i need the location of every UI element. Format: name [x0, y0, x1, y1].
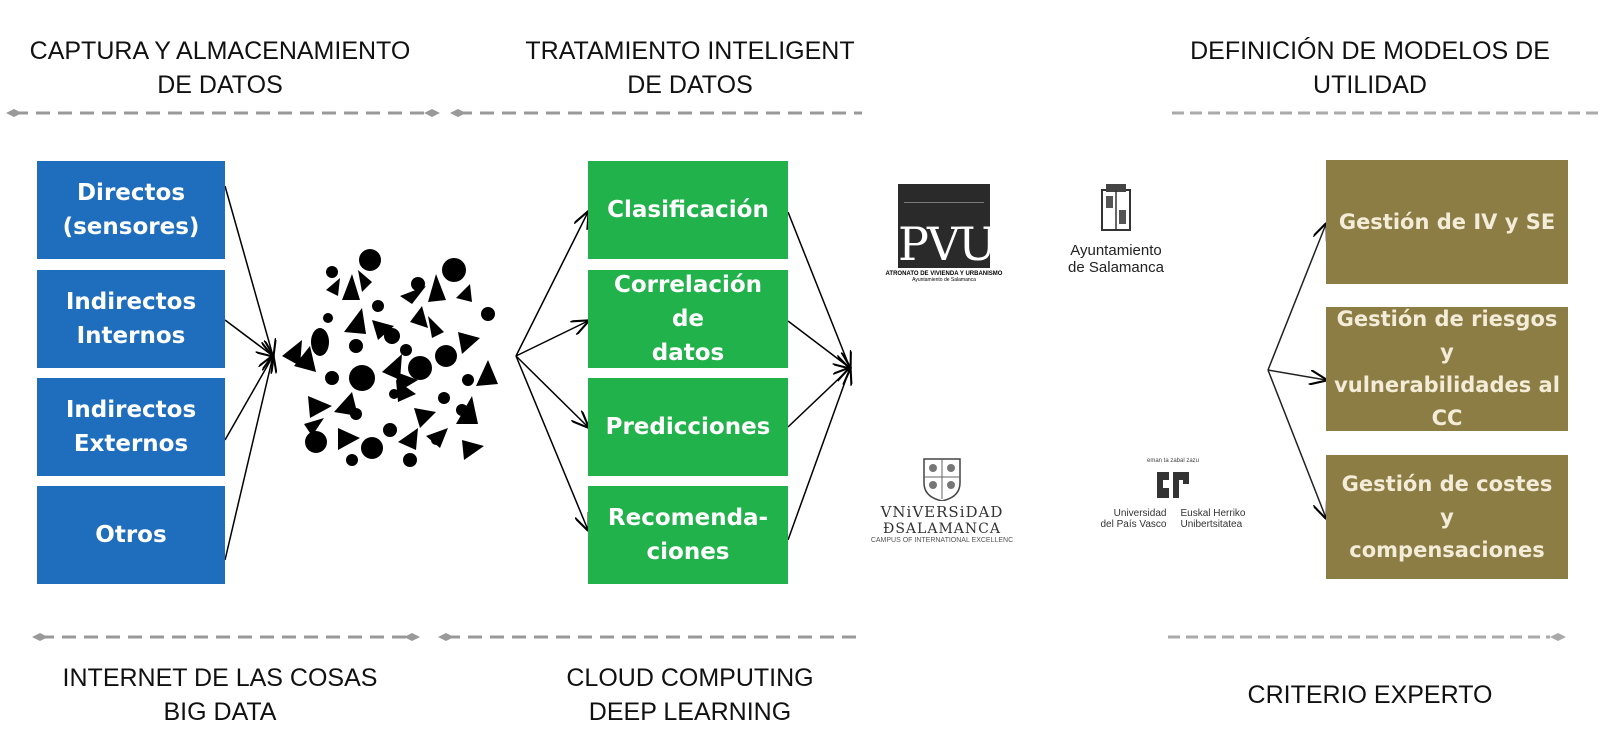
usal-line3: CAMPUS OF INTERNATIONAL EXCELLENC: [870, 537, 1014, 544]
processing-label: Correlación de: [613, 272, 763, 332]
iot-footer-line2: BIG DATA: [163, 698, 277, 726]
upv-right-line1: Euskal Herriko: [1180, 508, 1246, 519]
model-box-risks: Gestión de riesgos y vulnerabilidades al C…: [1326, 307, 1568, 431]
processing-label: ciones: [646, 539, 730, 565]
model-box-iv-se: Gestión de IV y SE: [1326, 160, 1568, 284]
arrows-to-institutions: [787, 211, 850, 541]
data-cloud: [282, 249, 498, 467]
usal-logo: VNiVERSiDAD ÐSALAMANCA CAMPUS OF INTERNA…: [868, 455, 1016, 544]
expert-footer: CRITERIO EXPERTO: [1150, 678, 1590, 712]
source-box-others: Otros: [37, 486, 225, 584]
source-label: Otros: [95, 522, 167, 548]
source-label: Directos: [76, 180, 186, 206]
model-label: CC: [1431, 406, 1463, 430]
upv-ehu-logo: eman ta zabal zazu Universidad del País …: [1078, 458, 1268, 530]
pvu-logo: PVU ATRONATO DE VIVIENDA Y URBANISMO Ayu…: [870, 184, 1018, 283]
upv-top-text: eman ta zabal zazu: [1146, 458, 1200, 464]
processing-box-classification: Clasificación: [588, 161, 788, 259]
arrows-to-processing: [515, 212, 588, 530]
ayuntamiento-line1: Ayuntamiento: [1070, 242, 1162, 259]
source-label: Indirectos: [65, 397, 197, 423]
source-box-direct-sensors: Directos (sensores): [37, 161, 225, 259]
arrows-to-models: [1267, 224, 1326, 518]
treatment-header-line1: TRATAMIENTO INTELIGENT: [525, 37, 855, 65]
capture-header: CAPTURA Y ALMACENAMIENTO DE DATOS: [0, 34, 440, 102]
models-header: DEFINICIÓN DE MODELOS DE UTILIDAD: [1150, 34, 1590, 102]
model-label: Gestión de riesgos y: [1336, 307, 1558, 364]
upv-right-line2: Unibertsitatea: [1180, 519, 1243, 530]
usal-line2: ÐSALAMANCA: [883, 521, 1001, 537]
processing-label: datos: [651, 340, 725, 366]
processing-box-recommendations: Recomenda-ciones: [588, 486, 788, 584]
model-label: vulnerabilidades al: [1334, 373, 1560, 397]
pvu-logo-mark: PVU: [898, 184, 990, 268]
ayuntamiento-line2: de Salamanca: [1068, 259, 1164, 276]
iot-footer: INTERNET DE LAS COSAS BIG DATA: [0, 661, 440, 729]
source-label: Indirectos: [65, 289, 197, 315]
ayuntamiento-logo: Ayuntamiento de Salamanca: [1056, 182, 1176, 276]
processing-label: Clasificación: [607, 197, 769, 223]
pvu-logo-line2: Ayuntamiento de Salamanca: [912, 277, 976, 283]
usal-line1: VNiVERSiDAD: [880, 503, 1004, 521]
pvu-logo-line1: ATRONATO DE VIVIENDA Y URBANISMO: [885, 271, 1003, 277]
iot-footer-line1: INTERNET DE LAS COSAS: [62, 664, 378, 692]
usal-crest-icon: [923, 458, 961, 501]
processing-label: Recomenda-: [607, 505, 769, 531]
arrows-to-cloud: [224, 185, 273, 561]
pvu-logo-rule: [904, 202, 984, 203]
upv-tree-icon: [1157, 472, 1189, 498]
source-label: (sensores): [62, 214, 200, 240]
treatment-header-line2: DE DATOS: [627, 71, 753, 99]
model-label: compensaciones: [1349, 537, 1545, 562]
cloud-footer: CLOUD COMPUTING DEEP LEARNING: [470, 661, 910, 729]
processing-box-predictions: Predicciones: [588, 378, 788, 476]
model-label: Gestión de costes y: [1341, 471, 1553, 529]
pvu-logo-text: PVU: [898, 217, 990, 268]
ayuntamiento-crest-icon: [1101, 184, 1131, 231]
processing-label: Predicciones: [605, 414, 771, 440]
models-header-line1: DEFINICIÓN DE MODELOS DE: [1190, 37, 1550, 65]
model-box-costs: Gestión de costes y compensaciones: [1326, 455, 1568, 579]
cloud-footer-line1: CLOUD COMPUTING: [566, 664, 814, 692]
expert-footer-text: CRITERIO EXPERTO: [1247, 681, 1493, 709]
capture-header-line1: CAPTURA Y ALMACENAMIENTO: [29, 37, 411, 65]
capture-header-line2: DE DATOS: [157, 71, 283, 99]
treatment-header: TRATAMIENTO INTELIGENT DE DATOS: [470, 34, 910, 102]
source-label: Internos: [76, 323, 186, 349]
upv-left-line2: del País Vasco: [1100, 519, 1167, 530]
model-label: Gestión de IV y SE: [1338, 209, 1556, 234]
models-header-line2: UTILIDAD: [1313, 71, 1427, 99]
upv-left-line1: Universidad: [1113, 508, 1167, 519]
source-label: Externos: [73, 431, 189, 457]
cloud-footer-line2: DEEP LEARNING: [588, 698, 792, 726]
processing-box-correlation: Correlación de datos: [588, 270, 788, 368]
